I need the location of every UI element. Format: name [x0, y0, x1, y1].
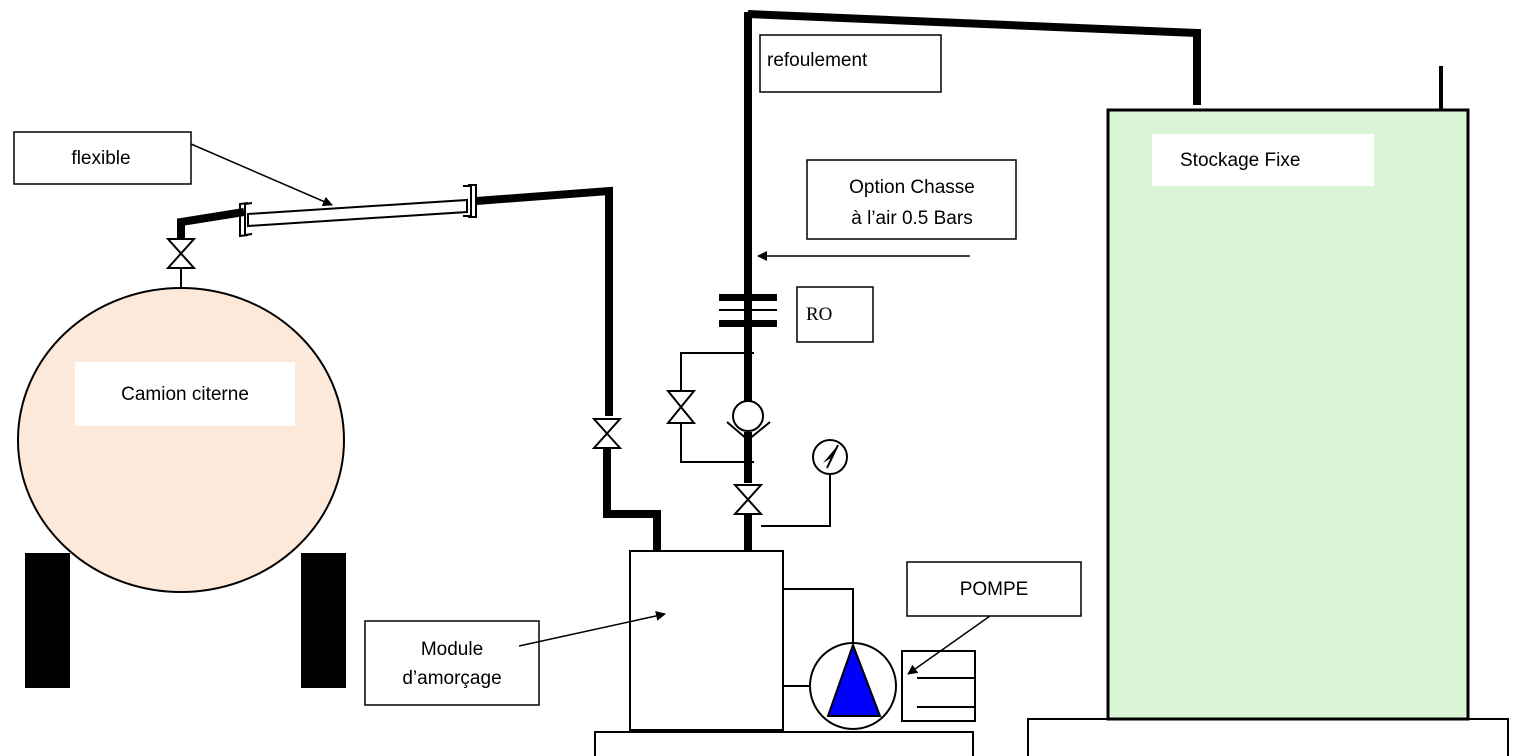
camion-label: Camion citerne: [121, 384, 249, 405]
orifice-plate: RO: [719, 286, 874, 343]
discharge-valve-icon: [732, 484, 764, 515]
tanker-valve-icon: [165, 238, 197, 269]
fixed-storage-tank: Stockage Fixe: [1027, 66, 1509, 756]
module-arrow: [518, 611, 666, 647]
flexible-callout: flexible: [13, 131, 333, 207]
suction-valve-icon: [591, 418, 623, 449]
option-label-line2: à l’air 0.5 Bars: [851, 208, 972, 229]
pump-skid: [594, 550, 976, 756]
storage-body: [1106, 108, 1470, 721]
pressure-gauge-icon: [761, 439, 848, 527]
refoulement-callout: refoulement: [759, 34, 942, 93]
pompe-label-box: [906, 561, 1082, 617]
flexible-label-box: [13, 131, 192, 185]
truck-wheel-right: [301, 553, 346, 688]
module-label-line2: d’amorçage: [402, 668, 501, 689]
module-callout: Module d’amorçage: [364, 611, 666, 706]
truck-wheel-left: [25, 553, 70, 688]
option-callout: Option Chasse à l’air 0.5 Bars: [757, 159, 1017, 261]
flexible-arrow: [190, 143, 333, 207]
bypass-loop: [665, 352, 754, 463]
pompe-arrow: [907, 615, 991, 675]
ro-label: RO: [806, 304, 832, 325]
camion-label-box: [75, 362, 295, 426]
stockage-label-box: [1152, 134, 1374, 186]
priming-module: [629, 550, 784, 731]
stockage-label: Stockage Fixe: [1180, 150, 1300, 171]
tanker-truck: Camion citerne: [17, 268, 346, 688]
pompe-callout: POMPE: [906, 561, 1082, 675]
flexible-label: flexible: [71, 148, 130, 169]
storage-base: [1027, 718, 1509, 756]
option-label-box: [806, 159, 1017, 240]
ro-label-box: [796, 286, 874, 343]
module-label-line1: Module: [421, 639, 483, 660]
module-label-box: [364, 620, 540, 706]
refoulement-label: refoulement: [767, 50, 868, 71]
pompe-label: POMPE: [960, 579, 1029, 600]
bypass-valve-icon: [665, 390, 697, 424]
tanker-body: [17, 287, 345, 593]
pump-motor: [901, 650, 976, 722]
pump-triangle: [826, 642, 882, 717]
skid-base: [594, 731, 974, 756]
suction-pipe: [177, 186, 661, 551]
option-label-line1: Option Chasse: [849, 177, 975, 198]
flexible-hose: [239, 184, 477, 238]
check-valve-icon: [726, 400, 771, 442]
refoulement-label-box: [759, 34, 942, 93]
